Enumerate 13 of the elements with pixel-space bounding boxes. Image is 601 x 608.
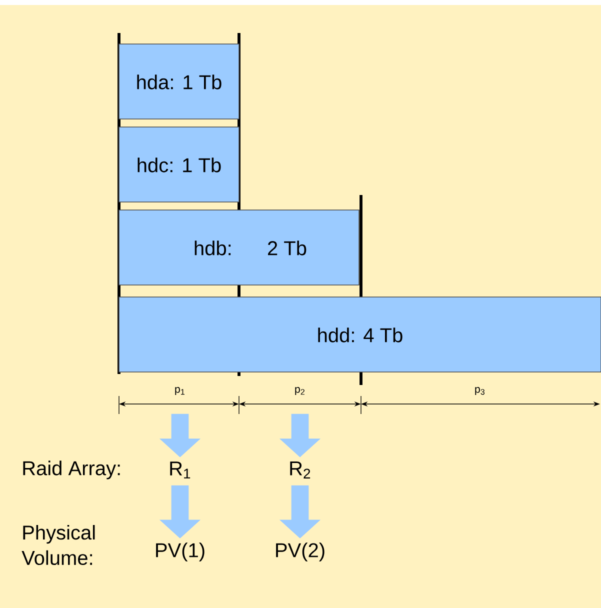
row-label: Physical Volume: (22, 525, 95, 565)
partition-label: p$_{2}$ (295, 387, 304, 395)
partition-label: p$_{3}$ (475, 387, 484, 395)
disk-bar: hdb: 2 Tb (118, 210, 360, 286)
volume-label: R$_{2}$ (290, 462, 310, 478)
volume-label: R$_{1}$ (170, 462, 190, 478)
disk-bar: hdc: 1 Tb (118, 126, 240, 202)
partition-label: p$_{1}$ (175, 387, 184, 395)
volume-label: PV(2) (276, 542, 324, 562)
volume-label: PV(1) (156, 542, 204, 562)
disk-bar: hda: 1 Tb (118, 44, 240, 120)
row-label: Raid Array: (23, 460, 120, 480)
disk-bar: hdd: 4 Tb (118, 296, 601, 372)
